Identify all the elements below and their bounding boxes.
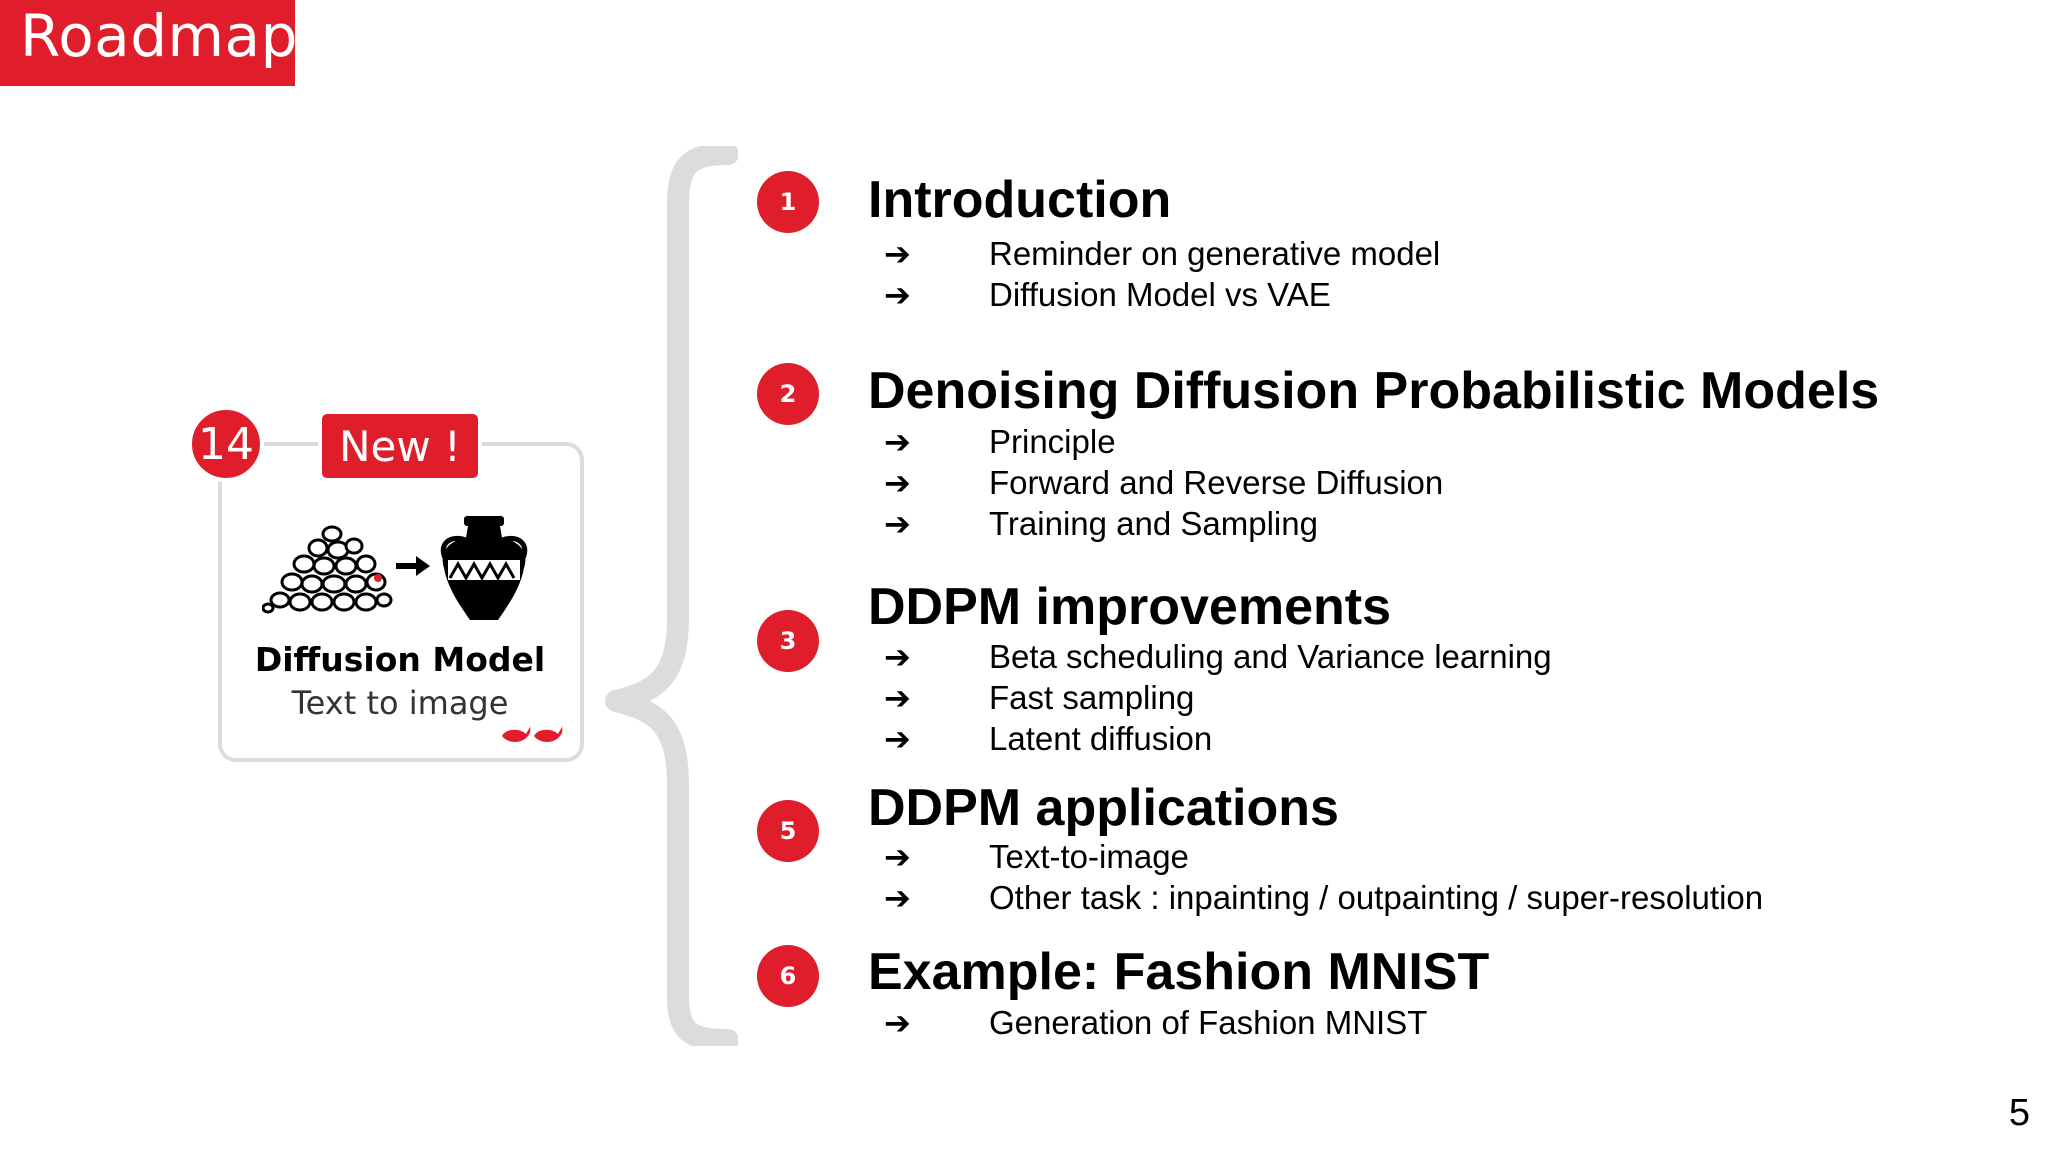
arrow-bullet-icon: ➔ — [884, 423, 911, 461]
list-item: ➔Reminder on generative model — [884, 235, 1441, 273]
arrow-right-icon — [396, 556, 430, 576]
card-title: Diffusion Model — [254, 640, 546, 679]
arrow-bullet-icon: ➔ — [884, 505, 911, 543]
arrow-bullet-icon: ➔ — [884, 638, 911, 676]
title-banner: Roadmap — [0, 0, 298, 86]
list-item: ➔Generation of Fashion MNIST — [884, 1004, 1428, 1042]
arrow-bullet-icon: ➔ — [884, 679, 911, 717]
list-item: ➔Latent diffusion — [884, 720, 1213, 758]
arrow-bullet-icon: ➔ — [884, 276, 911, 314]
list-item: ➔Other task : inpainting / outpainting /… — [884, 879, 1764, 917]
arrow-bullet-icon: ➔ — [884, 1004, 911, 1042]
pebbles-icon — [262, 525, 393, 614]
page-title: Roadmap — [20, 2, 298, 70]
arrow-bullet-icon: ➔ — [884, 235, 911, 273]
section-number-3: 3 — [757, 610, 819, 672]
section-number-6: 6 — [757, 945, 819, 1007]
section-title-3: DDPM improvements — [868, 578, 1391, 636]
section-number-1: 1 — [757, 171, 819, 233]
list-item: ➔Beta scheduling and Variance learning — [884, 638, 1552, 676]
diffusion-illustration — [262, 516, 528, 620]
list-item: ➔Training and Sampling — [884, 505, 1318, 543]
whale-icon — [502, 726, 563, 742]
section-title-6: Example: Fashion MNIST — [868, 943, 1490, 1001]
section-number-5: 5 — [757, 800, 819, 862]
list-item: ➔Principle — [884, 423, 1116, 461]
list-item: ➔Fast sampling — [884, 679, 1195, 717]
section-title-2: Denoising Diffusion Probabilistic Models — [868, 362, 1880, 420]
arrow-bullet-icon: ➔ — [884, 720, 911, 758]
new-badge: New ! — [318, 410, 482, 482]
section-title-5: DDPM applications — [868, 779, 1339, 837]
list-item: ➔Text-to-image — [884, 838, 1189, 876]
card-subtitle: Text to image — [291, 684, 509, 722]
curly-brace — [605, 146, 738, 1046]
arrow-bullet-icon: ➔ — [884, 464, 911, 502]
page-number: 5 — [2008, 1092, 2030, 1134]
section-title-1: Introduction — [868, 171, 1172, 229]
section-number-2: 2 — [757, 363, 819, 425]
arrow-bullet-icon: ➔ — [884, 879, 911, 917]
list-item: ➔Forward and Reverse Diffusion — [884, 464, 1444, 502]
chapter-number-badge: 14 — [188, 406, 264, 482]
arrow-bullet-icon: ➔ — [884, 838, 911, 876]
list-item: ➔Diffusion Model vs VAE — [884, 276, 1331, 314]
